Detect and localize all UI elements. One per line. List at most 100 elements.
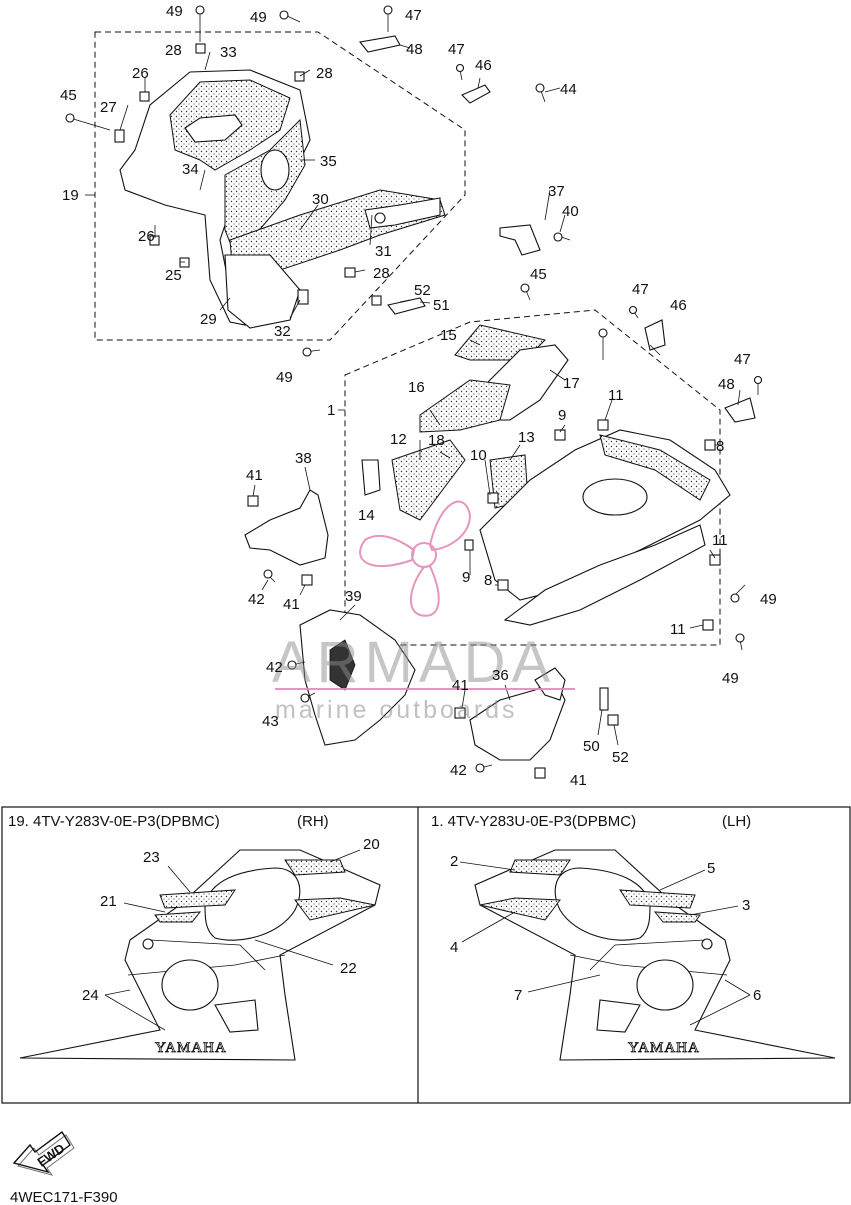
bracket-46 (461, 84, 491, 104)
callout: 8 (484, 572, 492, 589)
callout: 41 (570, 772, 587, 789)
rh-side-label: (RH) (297, 813, 329, 830)
cowl-opening-lower (582, 478, 648, 516)
callout: 18 (428, 432, 445, 449)
panel-16 (419, 379, 511, 433)
rh-caption: 19. 4TV-Y283V-0E-P3(DPBMC) (8, 813, 220, 830)
clip-9 (554, 429, 566, 441)
callout: 29 (200, 311, 217, 328)
clip-41b (301, 574, 313, 586)
bracket-46b (644, 319, 666, 351)
nut-11b (709, 554, 721, 566)
fwd-arrow: FWD (12, 1130, 75, 1176)
callout: 9 (558, 407, 566, 424)
callout: 5 (707, 860, 715, 877)
callout: 30 (312, 191, 329, 208)
callout: 43 (262, 713, 279, 730)
group-outline-19 (94, 31, 466, 341)
bracket-hole (374, 212, 386, 224)
bracket-36 (469, 679, 566, 761)
callout: 41 (246, 467, 263, 484)
cowl-side-vent (260, 149, 290, 191)
callout: 9 (462, 569, 470, 586)
callout: 11 (670, 621, 686, 638)
callout: 40 (562, 203, 579, 220)
callout: 8 (716, 438, 724, 455)
callout: 42 (266, 659, 283, 676)
lh-caption: 1. 4TV-Y283U-0E-P3(DPBMC) (431, 813, 636, 830)
callout-labels: 49 49 47 48 28 33 47 46 26 28 44 45 27 3… (60, 3, 777, 789)
callout: 33 (220, 44, 237, 61)
clip-32 (297, 289, 309, 305)
watermark-sub: marine outboards (275, 696, 518, 724)
rh-cowl-decal: YAMAHA (19, 849, 381, 1061)
watermark-main: ARMADA (272, 630, 556, 695)
callout: 44 (560, 81, 577, 98)
bracket-37 (499, 224, 541, 256)
watermark: ARMADA marine outboards (272, 500, 575, 724)
callout: 27 (100, 99, 117, 116)
callout: 14 (358, 507, 375, 524)
callout: 47 (405, 7, 422, 24)
callout: 11 (712, 532, 728, 549)
callout: 20 (363, 836, 380, 853)
callout: 37 (548, 183, 565, 200)
clip-9b (464, 539, 474, 551)
diagram-code: 4WEC171-F390 (10, 1189, 118, 1205)
bracket-48 (358, 35, 401, 53)
callout: 41 (283, 596, 300, 613)
lh-cowl-decal: YAMAHA (474, 849, 836, 1061)
side-brackets-group (244, 466, 619, 779)
cowl-edge-stripe (599, 434, 711, 501)
callout: 25 (165, 267, 182, 284)
callout: 1 (327, 402, 335, 419)
bolts-side (263, 569, 493, 773)
callout: 47 (734, 351, 751, 368)
bracket-50 (599, 687, 609, 711)
bracket-14 (361, 459, 381, 496)
clip-8 (704, 439, 716, 451)
callout: 28 (373, 265, 390, 282)
watermark-rule (275, 688, 575, 690)
callout: 52 (612, 749, 629, 766)
callout: 45 (60, 87, 77, 104)
bracket-39 (299, 609, 416, 746)
callout: 21 (100, 893, 117, 910)
clip-41d (534, 767, 546, 779)
callout: 49 (722, 670, 739, 687)
callout: 39 (345, 588, 362, 605)
callout: 28 (316, 65, 333, 82)
callout: 7 (514, 987, 522, 1004)
callout: 6 (753, 987, 761, 1004)
bracket-39-slot (329, 639, 356, 691)
callout: 46 (670, 297, 687, 314)
decal-panels: 19. 4TV-Y283V-0E-P3(DPBMC) (RH) 1. 4TV-Y… (1, 806, 851, 1104)
clip-10 (487, 492, 499, 504)
callout: 46 (475, 57, 492, 74)
clip-25 (179, 257, 190, 268)
leader-lines-upper (85, 44, 566, 319)
nut-11c (702, 619, 714, 631)
callout: 17 (563, 375, 580, 392)
nut-28c (344, 267, 356, 278)
grommet-27 (114, 129, 125, 143)
bracket-38 (244, 489, 329, 566)
decal-panel-frame (1, 806, 851, 1104)
cowl-side-panel (224, 118, 306, 256)
nut-52b (607, 714, 619, 726)
nut-28 (195, 43, 206, 54)
rh-brand-text: YAMAHA (155, 1040, 227, 1056)
callout: 49 (166, 3, 183, 20)
panel-12 (391, 439, 466, 521)
callout: 50 (583, 738, 600, 755)
decal-leader-lines (104, 849, 751, 1031)
callout: 48 (406, 41, 423, 58)
callout: 12 (390, 431, 407, 448)
callout: 13 (518, 429, 535, 446)
upper-cowling-group (65, 5, 571, 357)
clip-41 (247, 495, 259, 507)
clip-26b (149, 235, 160, 246)
callout: 51 (433, 297, 450, 314)
callout: 31 (375, 243, 392, 260)
